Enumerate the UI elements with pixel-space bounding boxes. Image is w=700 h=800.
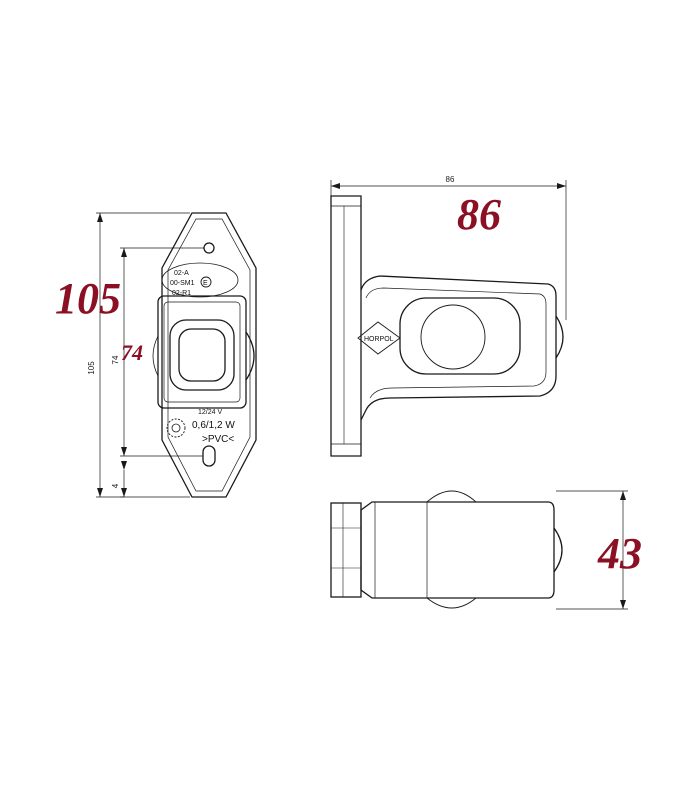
dimension-arrows [97, 183, 626, 609]
top-mounting-hole [203, 242, 215, 254]
front-mounting-base [161, 212, 257, 498]
lens [178, 328, 226, 382]
marking-line-2: 00-SM1 [170, 280, 195, 287]
side-dimensions [330, 180, 567, 320]
e-mark-icon [200, 276, 212, 288]
marking-line-1: 02-A [174, 270, 189, 277]
top-mounting-plate [330, 502, 362, 598]
top-lens-bulb-bottom [426, 597, 477, 609]
marking-oval [161, 262, 239, 298]
dim-small-4: 4 [111, 483, 120, 488]
top-dimensions [556, 490, 628, 610]
side-lens-bulge-left [152, 335, 159, 377]
wattage-label: 0,6/1,2 W [192, 420, 235, 431]
lamp-arm-inner [365, 287, 547, 399]
dim-small-74: 74 [111, 355, 120, 364]
side-lens-bulb [420, 304, 486, 370]
brand-badge [357, 321, 401, 355]
top-view [330, 490, 563, 609]
e-mark-label: E [203, 280, 208, 287]
voltage-label: 12/24 V [198, 409, 222, 416]
big-label-86: 86 [457, 190, 501, 239]
top-lens-bulb [426, 490, 477, 503]
top-end-lens [553, 527, 563, 573]
lamp-housing [157, 295, 247, 409]
dim-small-86: 86 [446, 175, 455, 184]
lamp-housing-inner [163, 301, 241, 403]
material-label: >PVC< [202, 434, 234, 445]
recycling-mark-icon [166, 418, 186, 438]
side-view [330, 195, 564, 457]
big-label-43: 43 [597, 529, 642, 578]
lamp-arm [360, 275, 557, 421]
front-view [152, 212, 257, 498]
side-lens-bulge [245, 331, 255, 381]
big-label-105: 105 [55, 274, 121, 323]
side-mounting-plate [330, 195, 362, 457]
end-lens-bump [555, 315, 564, 359]
front-mounting-base-inner [167, 218, 251, 492]
big-label-74: 74 [121, 340, 143, 365]
brand-label: HORPOL [364, 336, 394, 343]
dim-small-105: 105 [87, 361, 96, 375]
recycling-mark-center [171, 423, 181, 433]
side-lens [399, 297, 521, 375]
top-lamp-body [360, 501, 555, 599]
lens-frame [169, 319, 235, 391]
marking-line-3: 02-R1 [172, 290, 191, 297]
front-dimensions [96, 212, 204, 498]
bottom-mounting-slot [202, 445, 216, 467]
